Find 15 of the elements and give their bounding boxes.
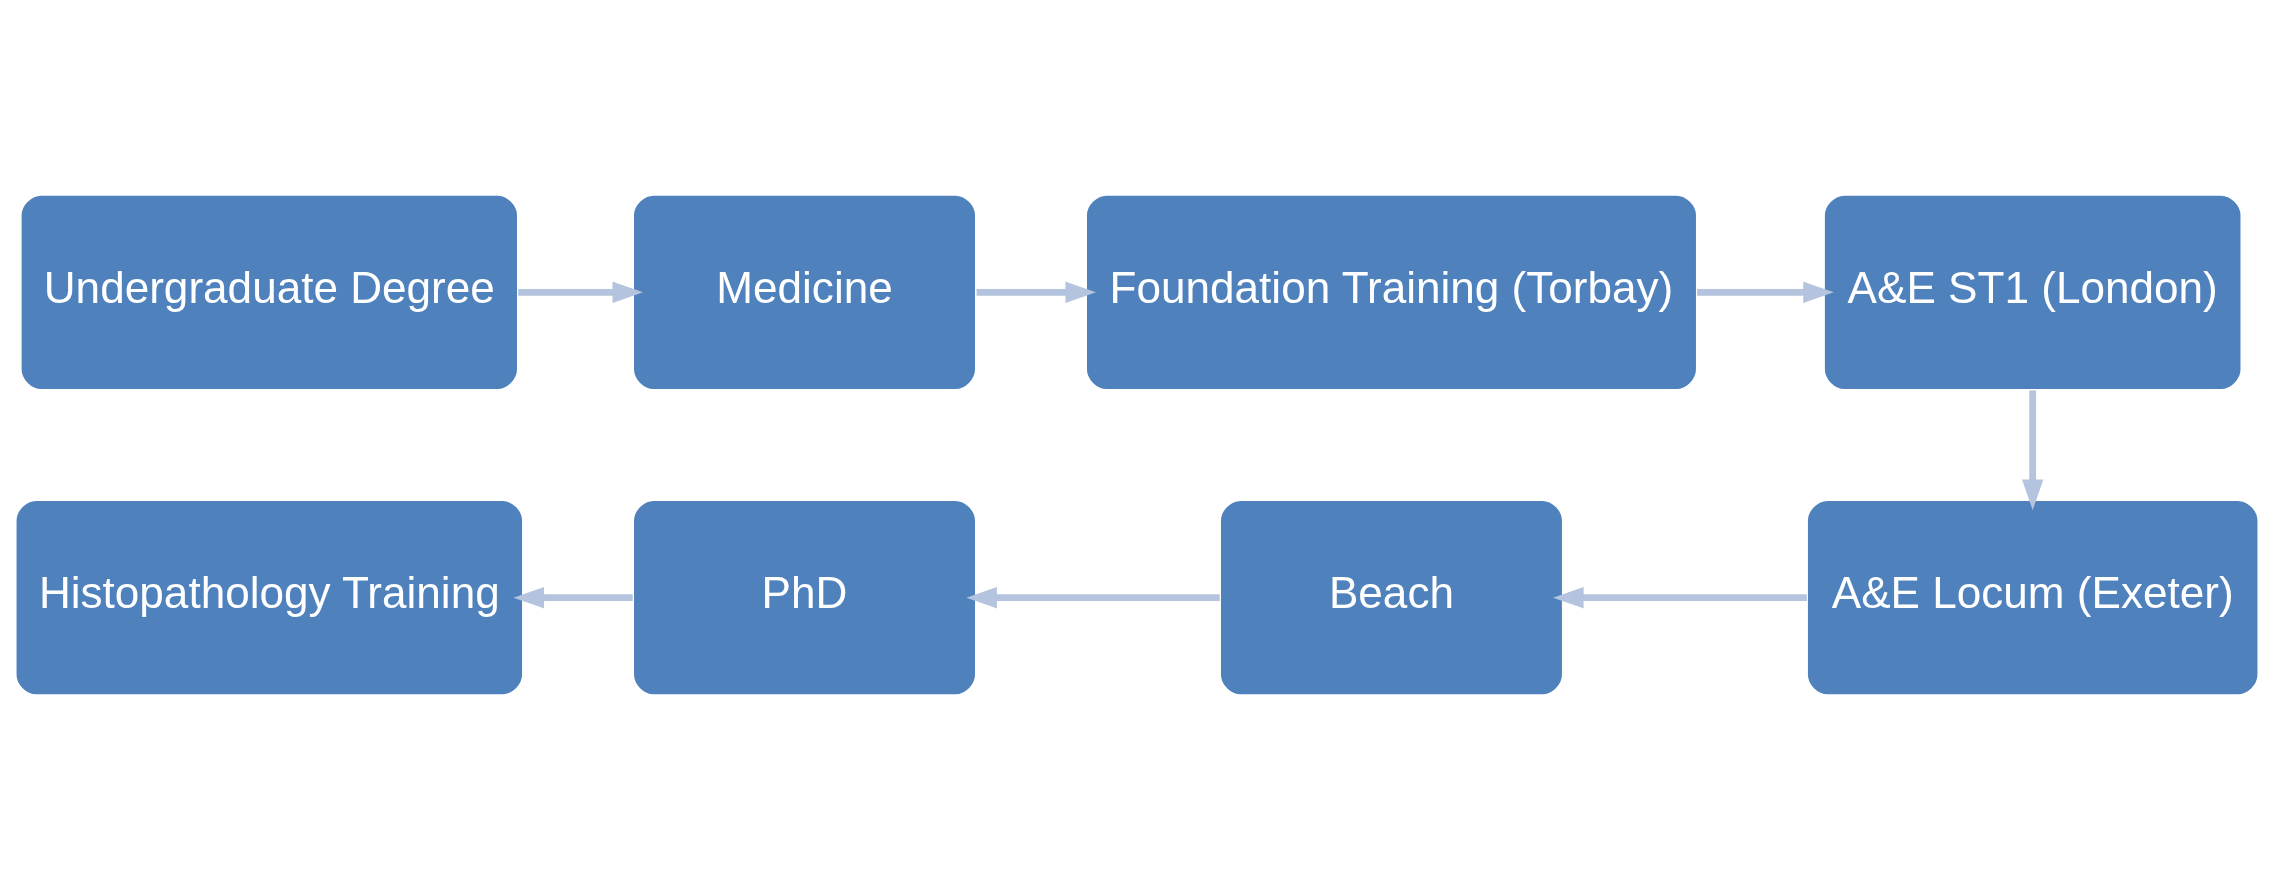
node-box: A&E Locum (Exeter) (1806, 499, 2260, 697)
node-box: Medicine (632, 193, 977, 391)
arrow (966, 586, 1220, 609)
arrow (513, 586, 633, 609)
node-box: Undergraduate Degree (19, 193, 519, 391)
arrow (2021, 390, 2044, 511)
node-box: Foundation Training (Torbay) (1085, 193, 1698, 391)
arrow (1552, 586, 1807, 609)
node-box: Histopathology Training (14, 499, 524, 697)
arrow (1697, 281, 1834, 304)
node-box: Beach (1219, 499, 1564, 697)
arrow (976, 281, 1097, 304)
node-box: A&E ST1 (London) (1823, 193, 2243, 391)
node-box: PhD (632, 499, 977, 697)
arrow (518, 281, 644, 304)
